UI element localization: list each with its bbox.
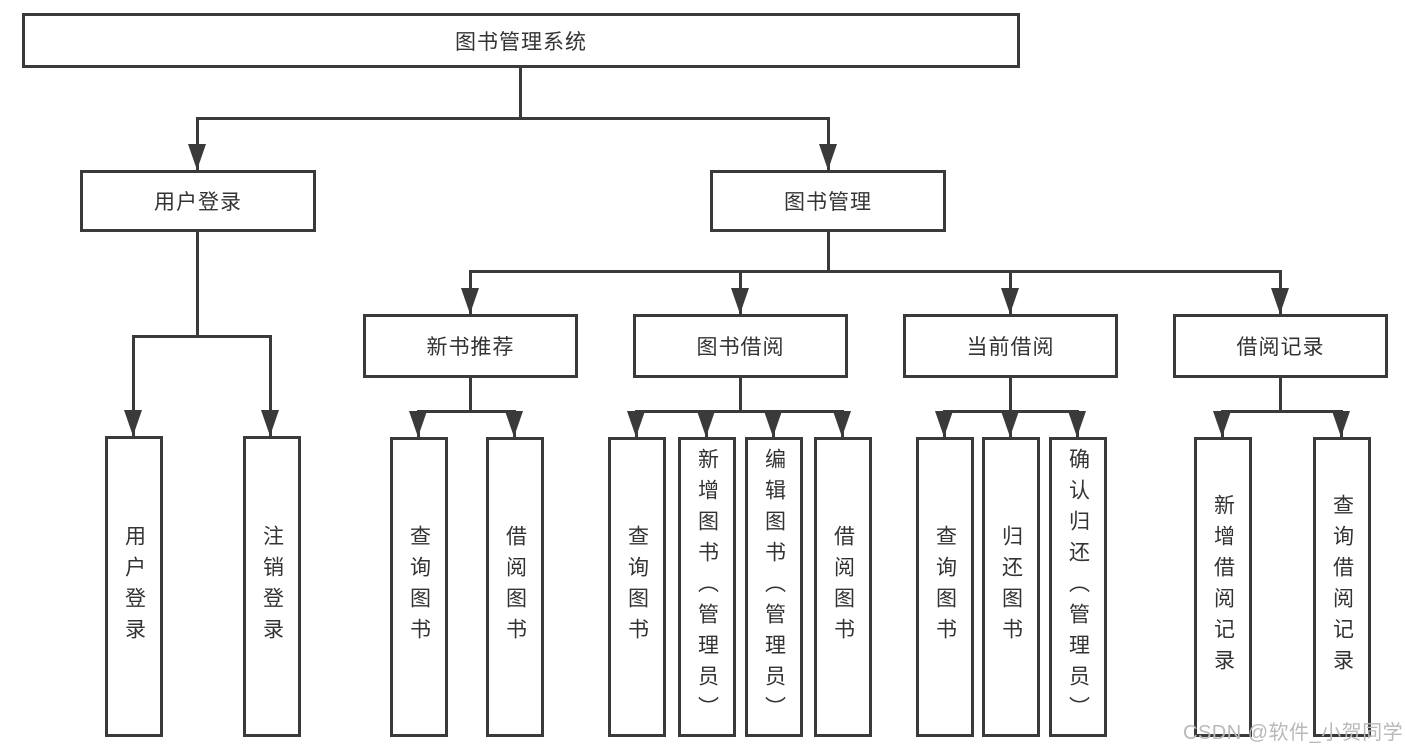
arrow-down-icon <box>697 411 715 437</box>
arrow-down-icon <box>188 144 206 170</box>
arrow-down-icon <box>505 411 523 437</box>
node-new-book-recommendation: 新书推荐 <box>363 314 578 378</box>
node-user-login-action: 用户登录 <box>105 436 163 737</box>
arrow-down-icon <box>1068 411 1086 437</box>
connector-line <box>196 117 199 170</box>
connector-line <box>132 335 135 436</box>
node-label: 归还图书 <box>999 525 1023 649</box>
node-label: 查询图书 <box>625 525 649 649</box>
arrow-down-icon <box>261 410 279 436</box>
node-user-login: 用户登录 <box>80 170 316 232</box>
arrow-down-icon <box>1001 288 1019 314</box>
arrow-down-icon <box>1332 411 1350 437</box>
connector-line <box>196 232 199 338</box>
node-current-borrowing: 当前借阅 <box>903 314 1118 378</box>
connector-line <box>132 335 272 338</box>
arrow-down-icon <box>124 410 142 436</box>
node-book-management: 图书管理 <box>710 170 946 232</box>
node-label: 注销登录 <box>260 524 284 649</box>
csdn-watermark: CSDN @软件_小贺同学 <box>1183 722 1404 744</box>
node-edit-books-admin: 编辑图书（管理员） <box>745 437 803 737</box>
node-label: 确认归还（管理员） <box>1066 447 1090 727</box>
node-query-books-current: 查询图书 <box>916 437 974 737</box>
arrow-down-icon <box>935 411 953 437</box>
node-query-borrow-record: 查询借阅记录 <box>1313 437 1371 737</box>
node-label: 编辑图书（管理员） <box>762 447 786 727</box>
node-label: 新增借阅记录 <box>1211 494 1235 680</box>
node-query-books-recommend: 查询图书 <box>390 437 448 737</box>
connector-line <box>469 378 472 413</box>
node-add-books-admin: 新增图书（管理员） <box>678 437 736 737</box>
arrow-down-icon <box>1213 411 1231 437</box>
connector-line <box>635 410 844 413</box>
node-library-management-system: 图书管理系统 <box>22 13 1020 68</box>
arrow-down-icon <box>764 411 782 437</box>
node-label: 借阅图书 <box>831 525 855 649</box>
connector-line <box>417 410 516 413</box>
arrow-down-icon <box>819 144 837 170</box>
node-label: 用户登录 <box>122 524 146 649</box>
arrow-down-icon <box>409 411 427 437</box>
node-label: 查询借阅记录 <box>1330 494 1354 680</box>
connector-line <box>1009 378 1012 413</box>
node-logout-action: 注销登录 <box>243 436 301 737</box>
node-label: 新增图书（管理员） <box>695 447 719 727</box>
node-return-books: 归还图书 <box>982 437 1040 737</box>
node-add-borrow-record: 新增借阅记录 <box>1194 437 1252 737</box>
node-borrow-books-recommend: 借阅图书 <box>486 437 544 737</box>
connector-line <box>827 117 830 170</box>
arrow-down-icon <box>1001 411 1019 437</box>
node-borrow-books-borrowing: 借阅图书 <box>814 437 872 737</box>
node-label: 借阅图书 <box>503 525 527 649</box>
arrow-down-icon <box>731 288 749 314</box>
connector-line <box>1279 378 1282 413</box>
arrow-down-icon <box>833 411 851 437</box>
connector-line <box>1221 410 1343 413</box>
arrow-down-icon <box>627 411 645 437</box>
node-book-borrowing: 图书借阅 <box>633 314 848 378</box>
connector-line <box>519 68 522 119</box>
node-borrowing-records: 借阅记录 <box>1173 314 1388 378</box>
arrow-down-icon <box>1271 288 1289 314</box>
connector-line <box>196 117 830 120</box>
node-label: 查询图书 <box>407 525 431 649</box>
connector-line <box>469 270 1282 273</box>
node-query-books-borrowing: 查询图书 <box>608 437 666 737</box>
connector-line <box>269 335 272 436</box>
connector-line <box>739 378 742 413</box>
arrow-down-icon <box>461 288 479 314</box>
node-confirm-return-admin: 确认归还（管理员） <box>1049 437 1107 737</box>
connector-line <box>827 232 830 273</box>
node-label: 查询图书 <box>933 525 957 649</box>
